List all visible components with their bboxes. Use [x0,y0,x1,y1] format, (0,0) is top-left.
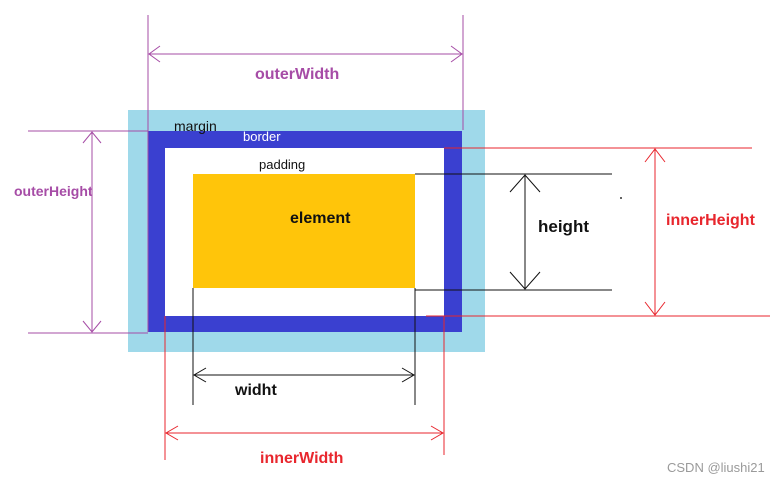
margin-label: margin [174,118,217,134]
outer-height-measure [28,130,148,334]
outer-height-label: outerHeight [14,183,93,199]
outer-width-measure [147,15,464,332]
height-label: height [538,217,589,236]
width-measure [192,288,416,405]
outer-width-label: outerWidth [255,66,340,83]
width-label: widht [235,382,277,399]
element-label: element [290,210,351,227]
padding-label: padding [259,157,306,172]
stray-dot [620,197,622,199]
border-label: border [243,129,281,144]
inner-width-measure [164,316,445,460]
inner-height-label: innerHeight [666,212,755,229]
height-measure [415,173,612,291]
inner-width-label: innerWidth [260,450,344,467]
element-box [193,174,415,288]
inner-height-measure [426,147,770,317]
watermark: CSDN @liushi21 [667,460,765,475]
